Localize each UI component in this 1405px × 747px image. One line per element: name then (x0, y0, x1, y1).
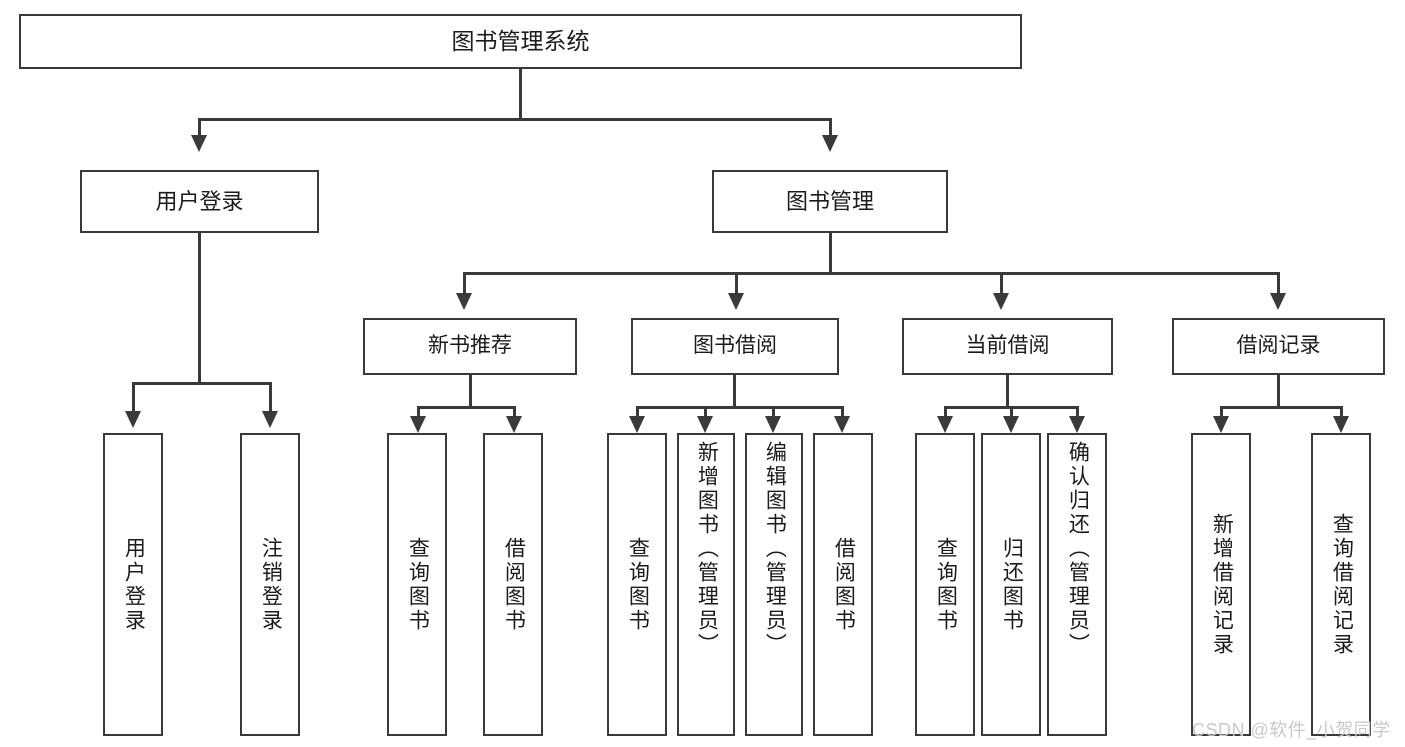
leaf-borrow-book-1-label: 借阅图书 (502, 536, 526, 633)
connector-cb-stem (1006, 375, 1009, 408)
connector-drop-book-borrow (735, 272, 738, 295)
node-book-manage-label: 图书管理 (785, 188, 874, 214)
leaf-edit-book[interactable]: 编辑图书（管理员） (745, 433, 803, 736)
leaf-confirm-return[interactable]: 确认归还（管理员） (1047, 433, 1107, 736)
connector-drop-borrow-book-1 (513, 406, 516, 418)
arrow-book-borrow (728, 293, 744, 310)
node-current-borrow-label: 当前借阅 (965, 334, 1050, 358)
connector-drop-borrow-record (1277, 272, 1280, 295)
leaf-add-record-label: 新增借阅记录 (1210, 512, 1234, 657)
arrow-confirm-return (1069, 416, 1085, 433)
arrow-new-book-recommend (456, 293, 472, 310)
leaf-user-logout[interactable]: 注销登录 (240, 433, 300, 736)
leaf-query-book-3-label: 查询图书 (934, 536, 958, 633)
node-new-book-recommend-label: 新书推荐 (428, 334, 512, 358)
leaf-query-record[interactable]: 查询借阅记录 (1311, 433, 1371, 736)
leaf-query-book-3[interactable]: 查询图书 (915, 433, 975, 736)
connector-drop-query-record (1340, 406, 1343, 418)
arrow-borrow-book-1 (506, 416, 522, 433)
connector-drop-return-book (1010, 406, 1013, 418)
connector-level1-bus (198, 118, 832, 121)
leaf-borrow-book-2[interactable]: 借阅图书 (813, 433, 873, 736)
node-borrow-record[interactable]: 借阅记录 (1172, 318, 1385, 375)
arrow-add-book (697, 416, 713, 433)
leaf-user-login[interactable]: 用户登录 (103, 433, 163, 736)
leaf-borrow-book-2-label: 借阅图书 (832, 536, 856, 633)
node-new-book-recommend[interactable]: 新书推荐 (363, 318, 577, 375)
arrow-leaf-user-login (125, 411, 141, 428)
arrow-leaf-user-logout (262, 411, 278, 428)
node-current-borrow[interactable]: 当前借阅 (902, 318, 1113, 375)
node-book-manage[interactable]: 图书管理 (712, 170, 948, 233)
connector-drop-user-login (198, 118, 201, 137)
arrow-query-record (1333, 416, 1349, 433)
arrow-query-book-2 (629, 416, 645, 433)
connector-drop-edit-book (772, 406, 775, 418)
arrow-query-book-3 (937, 416, 953, 433)
leaf-user-login-label: 用户登录 (122, 536, 146, 633)
leaf-query-book-2[interactable]: 查询图书 (607, 433, 667, 736)
connector-user-login-bus (132, 382, 271, 385)
leaf-query-book-1-label: 查询图书 (406, 536, 430, 633)
leaf-add-record[interactable]: 新增借阅记录 (1191, 433, 1251, 736)
connector-root-stem (519, 69, 522, 120)
connector-br-stem (1277, 375, 1280, 408)
connector-level2-bus (463, 272, 1279, 275)
connector-drop-leaf-user-login (132, 382, 135, 413)
connector-nbr-stem (469, 375, 472, 408)
connector-drop-current-borrow (1000, 272, 1003, 295)
leaf-add-book[interactable]: 新增图书（管理员） (677, 433, 735, 736)
node-book-borrow[interactable]: 图书借阅 (631, 318, 839, 375)
arrow-return-book (1003, 416, 1019, 433)
arrow-add-record (1213, 416, 1229, 433)
connector-drop-borrow-book-2 (841, 406, 844, 418)
arrow-borrow-record (1270, 293, 1286, 310)
connector-drop-confirm-return (1076, 406, 1079, 418)
leaf-return-book[interactable]: 归还图书 (981, 433, 1041, 736)
connector-book-manage-stem (829, 233, 832, 274)
connector-drop-query-book-3 (944, 406, 947, 418)
leaf-query-book-2-label: 查询图书 (626, 536, 650, 633)
leaf-query-record-label: 查询借阅记录 (1330, 512, 1354, 657)
connector-drop-add-book (704, 406, 707, 418)
leaf-edit-book-label: 编辑图书（管理员） (763, 441, 787, 657)
connector-br-bus (1220, 406, 1342, 409)
connector-drop-book-manage (829, 118, 832, 137)
leaf-confirm-return-label: 确认归还（管理员） (1066, 441, 1090, 657)
connector-drop-leaf-user-logout (269, 382, 272, 413)
arrow-book-manage (822, 135, 838, 152)
arrow-borrow-book-2 (834, 416, 850, 433)
node-root[interactable]: 图书管理系统 (19, 14, 1022, 69)
connector-drop-new-book-recommend (463, 272, 466, 295)
connector-drop-query-book-2 (636, 406, 639, 418)
arrow-current-borrow (993, 293, 1009, 310)
arrow-query-book-1 (410, 416, 426, 433)
leaf-return-book-label: 归还图书 (1000, 536, 1024, 633)
connector-nbr-bus (417, 406, 516, 409)
node-book-borrow-label: 图书借阅 (693, 334, 777, 358)
connector-bb-bus (636, 406, 843, 409)
node-borrow-record-label: 借阅记录 (1236, 334, 1321, 358)
arrow-user-login (191, 135, 207, 152)
arrow-edit-book (765, 416, 781, 433)
leaf-user-logout-label: 注销登录 (259, 536, 283, 633)
node-user-login[interactable]: 用户登录 (80, 170, 319, 233)
connector-drop-add-record (1220, 406, 1223, 418)
leaf-add-book-label: 新增图书（管理员） (695, 441, 719, 657)
leaf-query-book-1[interactable]: 查询图书 (387, 433, 447, 736)
node-root-label: 图书管理系统 (451, 27, 590, 54)
watermark: CSDN @软件_小贺同学 (1192, 720, 1391, 740)
node-user-login-label: 用户登录 (155, 188, 244, 214)
leaf-borrow-book-1[interactable]: 借阅图书 (483, 433, 543, 736)
connector-bb-stem (733, 375, 736, 408)
connector-drop-query-book-1 (417, 406, 420, 418)
connector-user-login-stem (198, 233, 201, 384)
